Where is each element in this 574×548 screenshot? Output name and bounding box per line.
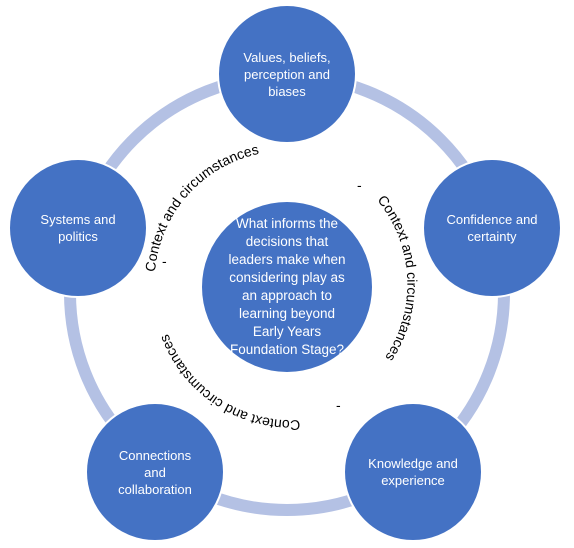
node-connections-collaboration: Connections and collaboration xyxy=(85,402,225,542)
context-label-right: Context and circumstances xyxy=(375,192,421,365)
node-label: Connections and collaboration xyxy=(118,447,192,497)
separator-dash-bottom: - xyxy=(336,397,341,413)
center-question: What informs the decisions that leaders … xyxy=(228,216,346,357)
node-confidence-certainty: Confidence and certainty xyxy=(422,158,562,298)
separator-dash-top-right: - xyxy=(357,177,362,193)
node-knowledge-experience: Knowledge and experience xyxy=(343,402,483,542)
center-question-node: What informs the decisions that leaders … xyxy=(200,200,374,374)
node-label: Systems and politics xyxy=(40,212,116,244)
node-systems-politics: Systems and politics xyxy=(8,158,148,298)
separator-dash-left: - xyxy=(162,253,167,269)
node-label: Knowledge and experience xyxy=(368,456,458,488)
node-values-beliefs: Values, beliefs, perception and biases xyxy=(217,4,357,144)
node-label: Values, beliefs, perception and biases xyxy=(243,49,331,99)
node-label: Confidence and certainty xyxy=(446,212,538,244)
